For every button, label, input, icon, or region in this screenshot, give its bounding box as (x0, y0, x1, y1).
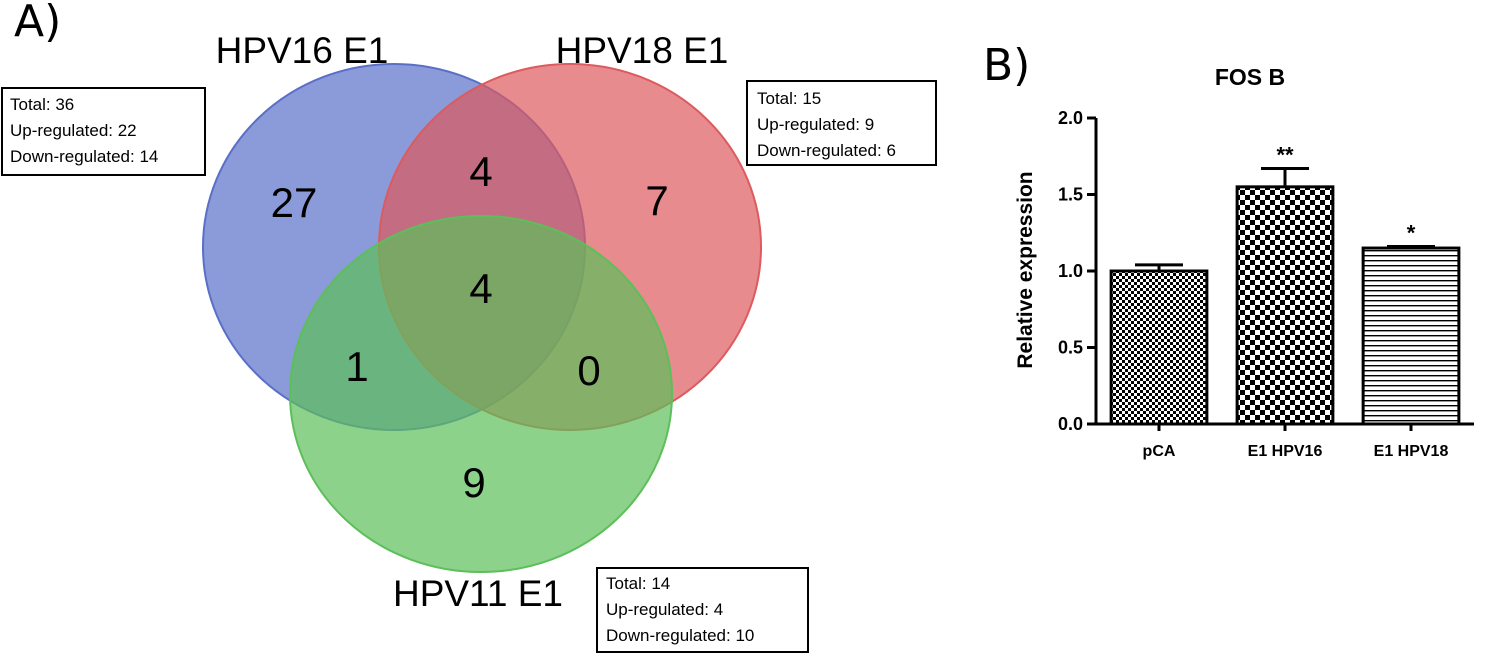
plot-area: 0.0 0.5 1.0 1.5 2.0 pCA E1 HPV16 ** E1 HPV18 * (1058, 108, 1474, 460)
info-box-down: Down-regulated: 10 (606, 626, 754, 645)
info-box-up: Up-regulated: 22 (10, 121, 137, 140)
x-tick-label: pCA (1143, 443, 1176, 460)
set-label-hpv16: HPV16 E1 (216, 30, 389, 71)
y-tick-label: 2.0 (1058, 108, 1083, 128)
info-box-total: Total: 36 (10, 95, 74, 114)
x-tick-label: E1 HPV18 (1374, 443, 1449, 460)
significance-marker: * (1407, 221, 1416, 246)
bar (1109, 269, 1209, 426)
region-count-hpv16-only: 27 (271, 179, 318, 226)
bar (1361, 246, 1461, 426)
info-box-total: Total: 14 (606, 574, 670, 593)
info-box-hpv18: Total: 15 Up-regulated: 9 Down-regulated… (746, 80, 937, 166)
region-count-hpv16-hpv18: 4 (469, 148, 492, 195)
y-tick-label: 0.5 (1058, 338, 1083, 358)
info-box-frame (1, 87, 206, 176)
info-box-down: Down-regulated: 14 (10, 147, 158, 166)
region-count-hpv16-hpv11: 1 (345, 343, 368, 390)
info-box-down: Down-regulated: 6 (757, 141, 896, 160)
y-tick-label: 0.0 (1058, 414, 1083, 434)
chart-title: FOS B (1215, 64, 1285, 90)
y-tick-label: 1.5 (1058, 185, 1083, 205)
region-count-hpv11-only: 9 (462, 459, 485, 506)
info-box-frame (596, 567, 809, 653)
info-box-frame (746, 80, 937, 166)
x-tick-label: E1 HPV16 (1248, 443, 1323, 460)
panel-b-label: B) (983, 40, 1030, 91)
region-count-hpv18-hpv11: 0 (577, 347, 600, 394)
significance-marker: ** (1276, 142, 1294, 167)
y-tick-label: 1.0 (1058, 261, 1083, 281)
info-box-total: Total: 15 (757, 89, 821, 108)
info-box-hpv16: Total: 36 Up-regulated: 22 Down-regulate… (1, 87, 206, 176)
bar-chart-panel: B) FOS B Relative expression 0.0 0.5 1.0 1.… (983, 40, 1474, 460)
info-box-up: Up-regulated: 4 (606, 600, 723, 619)
panel-a-label: A) (14, 0, 61, 47)
venn-panel: A) HPV16 E1 HPV18 E1 HPV11 E1 27 4 7 4 1… (1, 0, 937, 653)
y-axis-title: Relative expression (1014, 171, 1037, 368)
region-count-hpv18-only: 7 (645, 177, 668, 224)
region-count-all-three: 4 (469, 265, 492, 312)
info-box-up: Up-regulated: 9 (757, 115, 874, 134)
set-label-hpv18: HPV18 E1 (556, 30, 729, 71)
venn-circle-hpv11 (289, 215, 673, 573)
bar (1235, 185, 1335, 426)
set-label-hpv11: HPV11 E1 (393, 573, 563, 614)
info-box-hpv11: Total: 14 Up-regulated: 4 Down-regulated… (596, 567, 809, 653)
